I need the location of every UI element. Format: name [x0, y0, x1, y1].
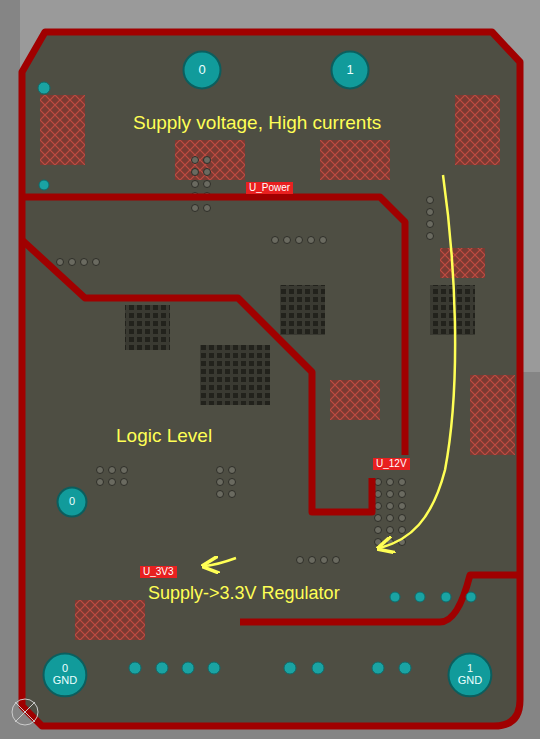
terminal-pad: 1 GND	[447, 652, 493, 698]
annotation-text: Supply voltage, High currents	[133, 112, 381, 134]
current-arrows	[205, 175, 455, 566]
copper-pads	[40, 95, 515, 640]
annotation-text: Supply->3.3V Regulator	[148, 583, 340, 604]
pad-number: 0	[189, 63, 215, 77]
pad-number: 0	[63, 496, 81, 508]
terminal-pad: 0 GND	[42, 652, 88, 698]
board-fill	[22, 32, 520, 726]
terminal-pad: 0	[56, 486, 88, 518]
via-holes	[57, 157, 434, 564]
pin-row	[38, 82, 476, 674]
annotation-text: Logic Level	[116, 425, 212, 447]
pad-number: 0 GND	[50, 663, 80, 686]
net-label: U_3V3	[140, 566, 177, 578]
terminal-pad: 0	[182, 50, 222, 90]
ic-footprints	[125, 285, 475, 405]
pad-number: 1	[337, 63, 363, 77]
plane-boundaries	[22, 32, 520, 726]
terminal-pad: 1	[330, 50, 370, 90]
origin-marker	[12, 699, 38, 725]
pad-number: 1 GND	[455, 663, 485, 686]
net-label: U_12V	[373, 458, 410, 470]
net-label: U_Power	[246, 182, 293, 194]
